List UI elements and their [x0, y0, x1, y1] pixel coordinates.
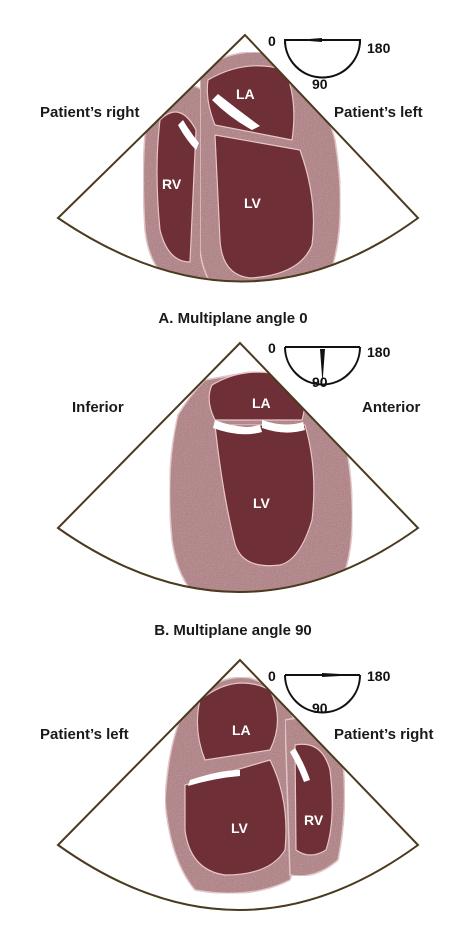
mitral-valve [188, 770, 240, 786]
left-orientation-label: Patient’s right [40, 104, 140, 121]
dial-mid-label: 90 [312, 374, 328, 390]
tricuspid-valve [290, 748, 310, 782]
dial-needle [322, 673, 358, 677]
caption-b: B. Multiplane angle 90 [154, 622, 312, 639]
lv-cavity [214, 134, 315, 279]
dial-min-label: 0 [268, 340, 276, 356]
panel-c [56, 658, 420, 911]
angle-dial [284, 346, 361, 386]
aortic-valve [262, 420, 305, 433]
angle-dial [283, 38, 362, 79]
la-cavity [196, 682, 279, 761]
sector-outline [56, 658, 420, 911]
chamber-label-la: LA [252, 395, 271, 411]
chamber-label-rv: RV [162, 176, 182, 192]
left-orientation-label: Inferior [72, 399, 124, 416]
chamber-label-rv: RV [304, 812, 324, 828]
panel-b [56, 341, 420, 593]
sector-outline [56, 341, 420, 593]
mitral-valve [213, 420, 262, 435]
chamber-label-lv: LV [244, 195, 261, 211]
dial-max-label: 180 [367, 344, 391, 360]
dial-mid-label: 90 [312, 700, 328, 716]
dial-mid-label: 90 [312, 76, 328, 92]
chamber-label-lv: LV [231, 820, 248, 836]
caption-a: A. Multiplane angle 0 [158, 310, 308, 327]
angle-dial [284, 673, 361, 714]
chamber-label-lv: LV [253, 495, 270, 511]
rv-cavity [156, 111, 197, 263]
dial-min-label: 0 [268, 33, 276, 49]
lv-cavity [214, 424, 315, 567]
sector-outline [56, 33, 420, 283]
dial-needle [320, 349, 325, 383]
chamber-label-la: LA [236, 86, 255, 102]
dial-needle [296, 38, 322, 42]
dial-max-label: 180 [367, 40, 391, 56]
panel-a [56, 33, 420, 283]
chamber-label-la: LA [232, 722, 251, 738]
lv-cavity [184, 759, 287, 876]
la-cavity [206, 65, 295, 141]
tricuspid-valve [178, 120, 199, 150]
right-orientation-label: Anterior [362, 399, 421, 416]
dial-min-label: 0 [268, 668, 276, 684]
left-orientation-label: Patient’s left [40, 726, 129, 743]
mitral-valve [212, 94, 260, 130]
dial-max-label: 180 [367, 668, 391, 684]
right-orientation-label: Patient’s right [334, 726, 434, 743]
right-orientation-label: Patient’s left [334, 104, 423, 121]
